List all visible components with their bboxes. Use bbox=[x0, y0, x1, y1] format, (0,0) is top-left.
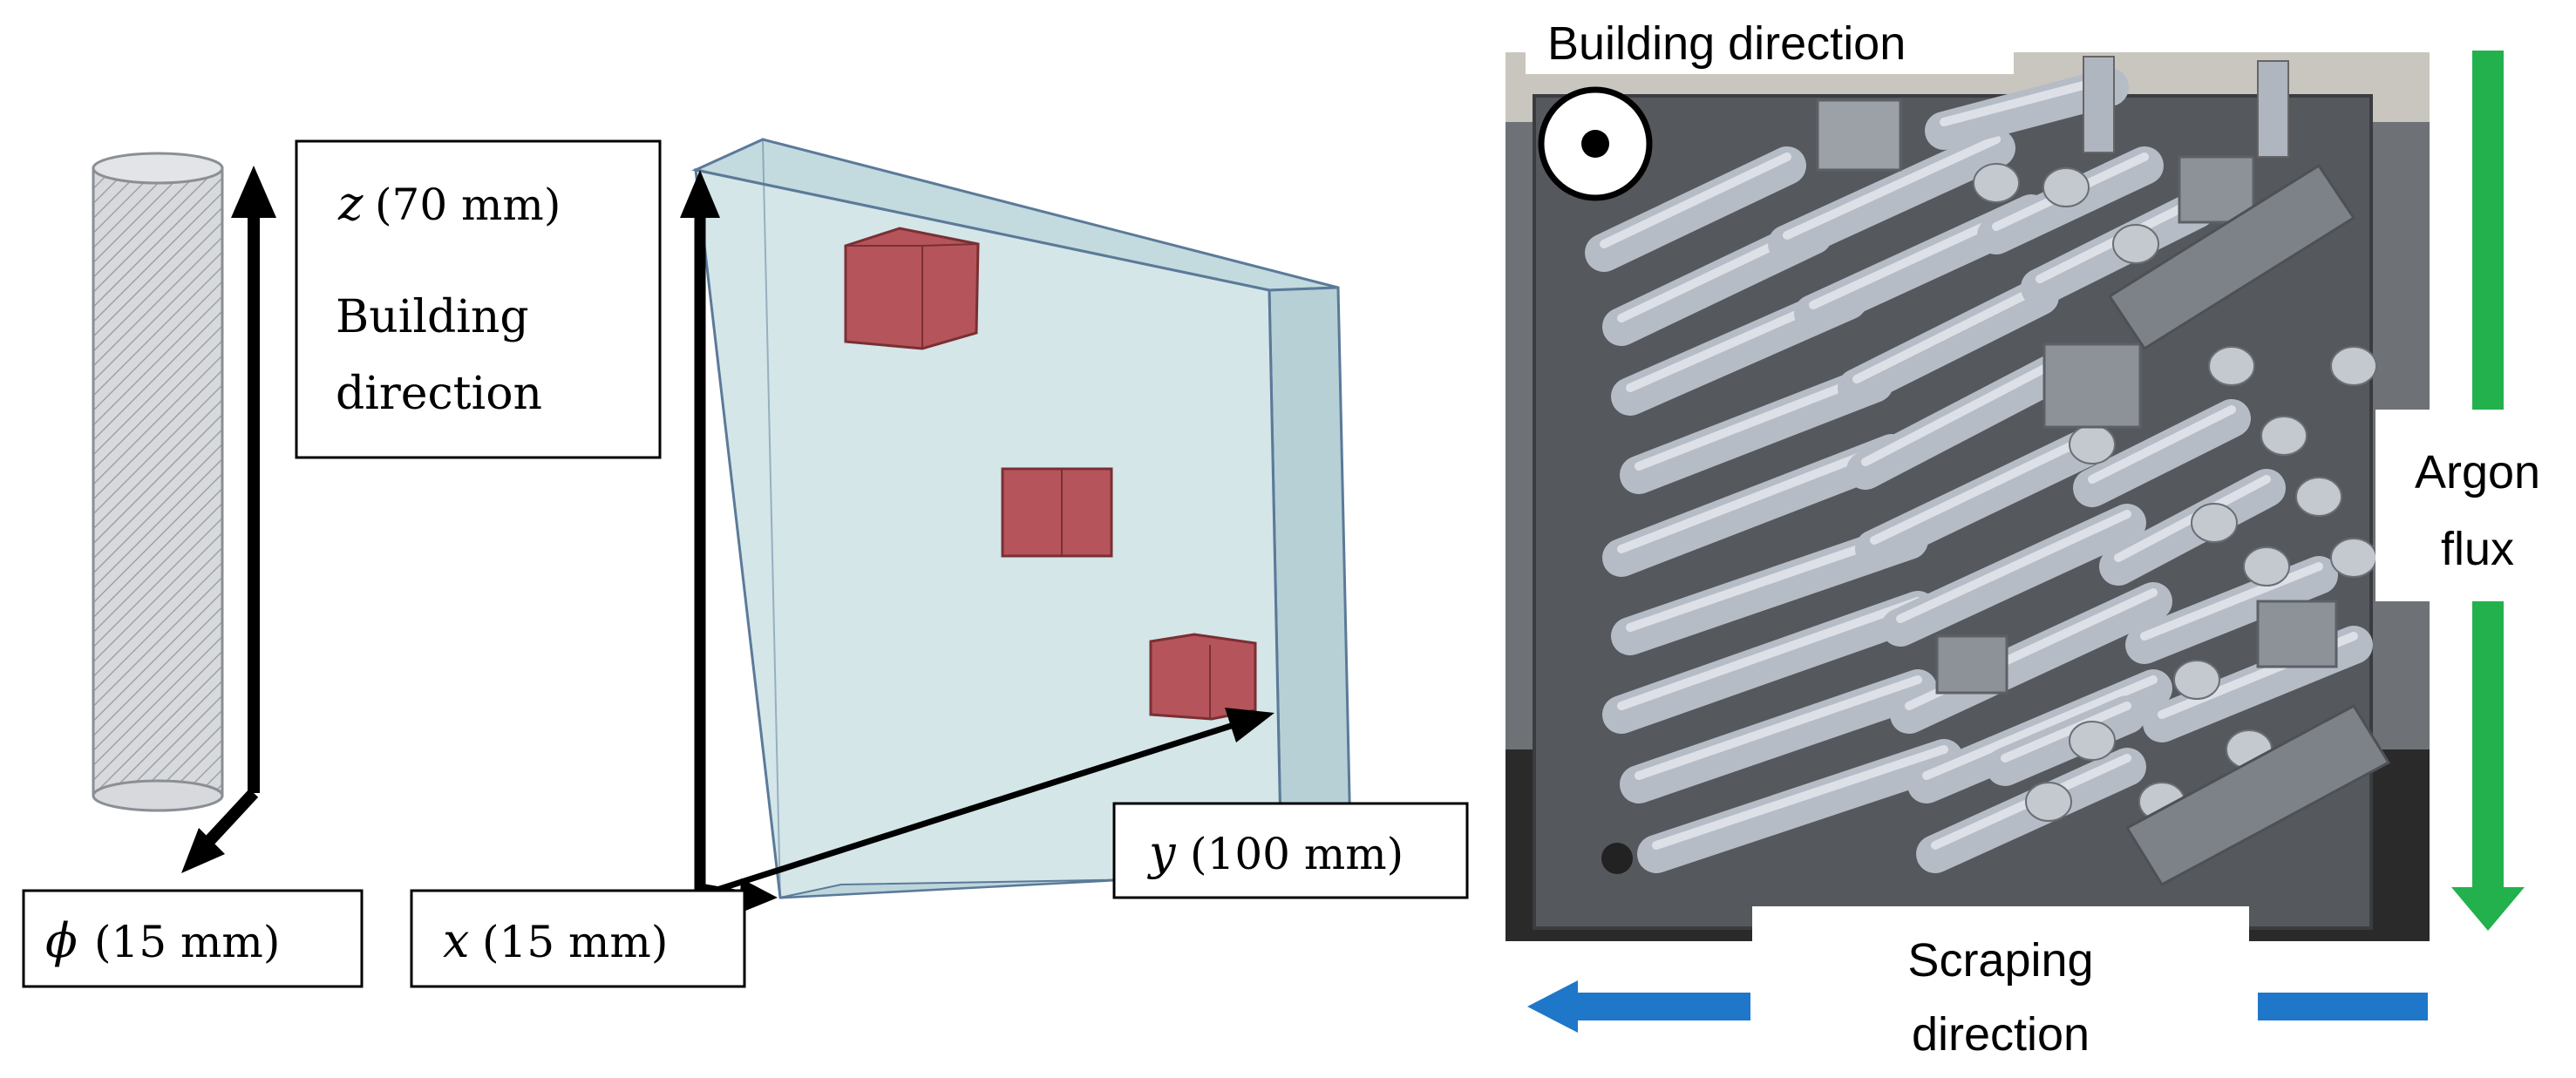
rod-end-cap bbox=[2069, 424, 2116, 464]
printed-rod bbox=[1890, 582, 2172, 734]
rod-end-cap bbox=[2330, 538, 2377, 578]
printed-rod-highlight bbox=[1870, 431, 2097, 545]
printed-rod-highlight bbox=[1617, 597, 1922, 710]
y-symbol: y bbox=[1147, 825, 1177, 880]
rod-end-cap bbox=[1973, 163, 2020, 203]
scraping-label-line1: Scraping bbox=[1907, 934, 2093, 986]
printed-rod bbox=[1620, 364, 1893, 494]
cube-bottom bbox=[1149, 633, 1257, 721]
diameter-value: (15 mm) bbox=[94, 917, 280, 967]
photo-long-bar-2 bbox=[2124, 704, 2391, 886]
photo-cube-3 bbox=[1935, 634, 2008, 695]
cylinder-height-arrow bbox=[181, 166, 276, 873]
out-of-plane-icon bbox=[1538, 86, 1653, 201]
printed-rod-highlight bbox=[1635, 370, 1879, 471]
printed-rod bbox=[1637, 739, 1963, 873]
printed-rod-highlight bbox=[1635, 675, 1922, 780]
y-label-box: y (100 mm) bbox=[1112, 802, 1469, 899]
printed-rod-highlight bbox=[1861, 353, 2070, 466]
printed-rod bbox=[1585, 146, 1806, 272]
printed-rod bbox=[1986, 695, 2146, 786]
rod-end-cap bbox=[2069, 721, 2116, 761]
photo-cube-1 bbox=[1816, 98, 1902, 172]
printed-rod-highlight bbox=[2140, 562, 2323, 641]
x-label-box: x (15 mm) bbox=[410, 889, 746, 988]
rod-end-cap bbox=[2243, 546, 2290, 586]
printed-rod-highlight bbox=[1652, 745, 1948, 850]
z-value: (70 mm) bbox=[375, 180, 561, 230]
x-value: (15 mm) bbox=[482, 917, 668, 967]
printed-rod-highlight bbox=[1852, 283, 2044, 383]
rod-end-cap bbox=[2025, 782, 2072, 822]
cylinder-sample bbox=[92, 152, 224, 812]
rod-end-cap bbox=[2208, 346, 2255, 386]
photo-long-bar-1 bbox=[2107, 163, 2356, 351]
printed-rod-highlight bbox=[1600, 153, 1791, 248]
printed-rod-highlight bbox=[1896, 510, 2131, 623]
cube-middle bbox=[1001, 467, 1113, 558]
argon-label-box: Argon flux bbox=[2375, 410, 2576, 601]
printed-rod-highlight bbox=[1617, 440, 1896, 553]
printed-rod bbox=[1602, 591, 1937, 734]
printed-rod-highlight bbox=[2001, 702, 2131, 763]
printed-rod bbox=[1925, 68, 2129, 150]
y-value: (100 mm) bbox=[1190, 829, 1404, 879]
x-symbol: x bbox=[443, 913, 469, 968]
printed-rod bbox=[2125, 556, 2338, 664]
z-label-box: z (70 mm) Building direction bbox=[295, 139, 662, 459]
cube-top bbox=[844, 227, 980, 350]
diameter-label-box: ϕ (15 mm) bbox=[22, 889, 364, 988]
building-label-line1: Building bbox=[336, 291, 529, 343]
rod-end-cap bbox=[2173, 660, 2220, 700]
building-direction-title: Building direction bbox=[1547, 17, 1906, 70]
transparent-plate bbox=[691, 138, 1353, 899]
argon-flux-arrow bbox=[2451, 51, 2525, 931]
standing-pin-2 bbox=[2257, 60, 2289, 158]
printed-rod bbox=[1768, 129, 2015, 263]
rod-end-cap bbox=[2042, 167, 2090, 207]
printed-rod-highlight bbox=[1783, 135, 2001, 240]
z-symbol: z bbox=[337, 176, 364, 231]
rod-end-cap bbox=[2330, 346, 2377, 386]
standing-pin-1 bbox=[2083, 56, 2115, 153]
building-label-line2: direction bbox=[336, 368, 542, 420]
rod-end-cap bbox=[2191, 503, 2238, 543]
argon-label-line2: flux bbox=[2441, 523, 2514, 575]
rod-end-cap bbox=[2260, 416, 2308, 456]
printed-rod-highlight bbox=[1940, 74, 2114, 126]
rod-end-cap bbox=[2295, 477, 2342, 517]
printed-rod bbox=[1620, 669, 1937, 803]
scraping-label-line2: direction bbox=[1912, 1008, 2090, 1061]
argon-label-line1: Argon bbox=[2415, 446, 2540, 498]
printed-rod bbox=[1846, 347, 2085, 490]
photo-cube-4 bbox=[2178, 155, 2255, 224]
printed-rod bbox=[1881, 504, 2146, 647]
printed-rod bbox=[1855, 425, 2111, 568]
photo-cube-5 bbox=[2256, 600, 2338, 668]
building-direction-title-box: Building direction bbox=[1526, 0, 2014, 74]
printed-rod-highlight bbox=[1922, 675, 2158, 780]
scraping-label-box: Scraping direction bbox=[1752, 906, 2249, 1075]
diameter-symbol: ϕ bbox=[45, 913, 78, 968]
printed-rod bbox=[2073, 399, 2251, 507]
photo-cube-2 bbox=[2042, 342, 2142, 429]
printed-rod bbox=[1838, 277, 2059, 407]
printed-rod-highlight bbox=[2088, 405, 2236, 484]
printed-rods bbox=[1585, 68, 2377, 873]
rod-end-cap bbox=[2112, 224, 2159, 264]
scraping-direction-arrow bbox=[1527, 980, 2428, 1033]
build-plate-photo bbox=[1505, 52, 2430, 941]
